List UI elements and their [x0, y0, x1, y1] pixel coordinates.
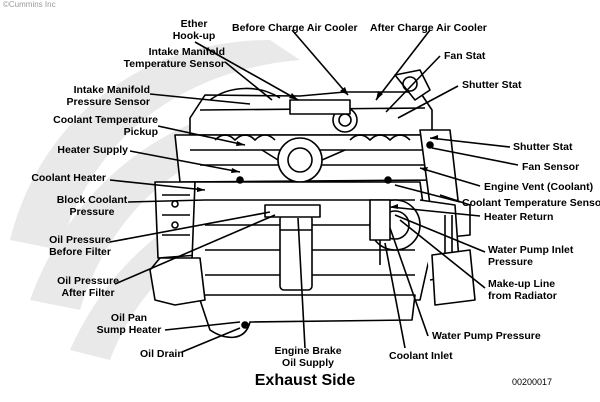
- label-coolant-inlet: Coolant Inlet: [389, 350, 453, 362]
- label-ether-hookup: Ether Hook-up: [172, 18, 216, 42]
- label-intake-manifold-pressure-sensor: Intake Manifold Pressure Sensor: [66, 84, 150, 108]
- label-heater-supply: Heater Supply: [57, 144, 128, 156]
- arrowheads: [197, 87, 438, 209]
- copyright-text: ©Cummins Inc: [3, 0, 56, 9]
- label-after-charge-air-cooler: After Charge Air Cooler: [370, 22, 487, 34]
- label-fan-sensor: Fan Sensor: [522, 161, 580, 173]
- label-block-coolant-pressure: Block Coolant Pressure: [56, 194, 128, 218]
- label-oil-pan-sump-heater: Oil Pan Sump Heater: [96, 312, 162, 336]
- label-intake-manifold-temp-sensor: Intake Manifold Temperature Sensor: [123, 46, 225, 70]
- label-oil-pressure-before-filter: Oil Pressure Before Filter: [49, 234, 111, 258]
- label-engine-brake-oil-supply: Engine Brake Oil Supply: [274, 345, 342, 369]
- label-coolant-temperature-sensor: Coolant Temperature Sensor: [462, 197, 600, 209]
- label-heater-return: Heater Return: [484, 211, 554, 223]
- label-oil-pressure-after-filter: Oil Pressure After Filter: [57, 275, 119, 299]
- label-shutter-stat-right: Shutter Stat: [513, 141, 573, 153]
- diagram-caption: Exhaust Side: [254, 372, 356, 389]
- label-makeup-line-from-radiator: Make-up Line from Radiator: [488, 278, 557, 302]
- label-shutter-stat-top: Shutter Stat: [462, 79, 522, 91]
- label-fan-stat: Fan Stat: [444, 50, 486, 62]
- label-water-pump-pressure: Water Pump Pressure: [432, 330, 541, 342]
- label-oil-drain: Oil Drain: [140, 348, 184, 360]
- leader-lines: [109, 29, 519, 353]
- figure-code: 00200017: [512, 377, 553, 387]
- coolant-heater-box: [154, 181, 199, 259]
- oil-filter: [279, 214, 313, 291]
- label-coolant-temperature-pickup: Coolant Temperature Pickup: [53, 114, 158, 138]
- cummins-watermark: [10, 40, 300, 360]
- label-coolant-heater: Coolant Heater: [31, 172, 106, 184]
- oil-pan: [194, 294, 416, 339]
- label-water-pump-inlet-pressure: Water Pump Inlet Pressure: [488, 244, 574, 268]
- water-pump: [369, 199, 421, 265]
- label-before-charge-air-cooler: Before Charge Air Cooler: [232, 22, 358, 34]
- label-engine-vent: Engine Vent (Coolant): [484, 181, 594, 193]
